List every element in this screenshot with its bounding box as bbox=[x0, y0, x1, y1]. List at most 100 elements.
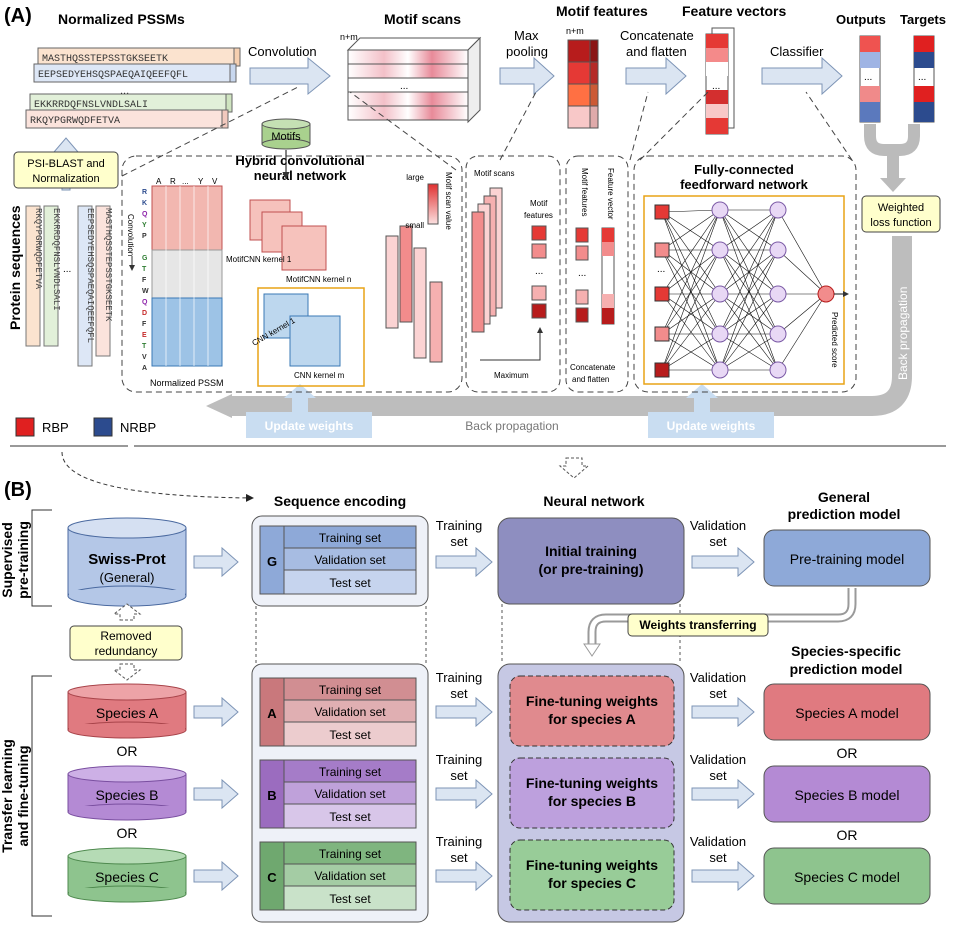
inset-fv-cells bbox=[575, 227, 615, 325]
normalized-pssm-small: Normalized PSSM bbox=[150, 378, 224, 388]
scale-large: large bbox=[406, 173, 424, 182]
residue-1: R bbox=[142, 189, 147, 196]
residue-8: F bbox=[142, 277, 147, 284]
fc-region bbox=[633, 155, 857, 393]
validation-arrows bbox=[691, 546, 755, 892]
inset-mf-label-1: Motif bbox=[530, 199, 548, 208]
residue-3: Q bbox=[142, 211, 148, 218]
motif-scan-value-label: Motif scan value bbox=[444, 172, 453, 230]
n-plus-m-label-2: n+m bbox=[566, 26, 584, 36]
inset-fv-ellipsis: ... bbox=[578, 268, 586, 279]
inset-mf-vertical: Motif features bbox=[580, 168, 589, 216]
c-training-set: Training set bbox=[319, 847, 382, 861]
species-b-model-label: Species B model bbox=[794, 787, 899, 803]
targets-title: Targets bbox=[900, 12, 946, 27]
pssm-stack: ... bbox=[25, 47, 241, 129]
a-validation-label-2: set bbox=[709, 686, 727, 701]
residue-2: K bbox=[142, 200, 147, 207]
transfer-label-2: and fine-tuning bbox=[15, 745, 31, 846]
raw-seq-2: EKKRRDQFNSLVNDLSALI bbox=[51, 208, 61, 311]
motif-scan-stack bbox=[346, 36, 482, 124]
inset-motif-scans-region bbox=[465, 155, 561, 393]
weighted-label-2: loss function bbox=[870, 217, 931, 229]
convolution-label: Convolution bbox=[248, 44, 317, 59]
b-training-set: Training set bbox=[319, 765, 382, 779]
training-arrows bbox=[435, 546, 493, 892]
encoding-a-letter: A bbox=[267, 706, 277, 721]
down-arrow-a-b bbox=[558, 457, 590, 479]
update-weights-left: Update weights bbox=[265, 419, 354, 433]
matrix-h-y: Y bbox=[198, 177, 204, 186]
hybrid-title-2: neural network bbox=[254, 168, 347, 183]
removed-up-arrow bbox=[112, 603, 142, 621]
merge-pipe bbox=[864, 124, 920, 156]
ft-c-label-2: for species C bbox=[548, 875, 636, 891]
concat-label-2: and flatten bbox=[626, 44, 687, 59]
residue-9: W bbox=[142, 288, 149, 295]
classifier-label: Classifier bbox=[770, 44, 824, 59]
swissprot-db bbox=[67, 517, 187, 607]
raw-sequence-strips bbox=[25, 205, 111, 367]
fc-hidden-layer-1 bbox=[711, 201, 729, 379]
rbp-label: RBP bbox=[42, 420, 69, 435]
matrix-h-r: R bbox=[170, 177, 176, 186]
max-pooling-label-2: pooling bbox=[506, 44, 548, 59]
removed-down-arrow bbox=[112, 663, 142, 681]
hybrid-scan-strips bbox=[385, 225, 443, 363]
c-validation-label-2: set bbox=[709, 850, 727, 865]
residue-6: G bbox=[142, 255, 148, 262]
outputs-column bbox=[859, 35, 881, 123]
cnn-kernel-frame bbox=[257, 287, 365, 387]
c-training-label-1: Training bbox=[436, 834, 482, 849]
species-a-model-label: Species A model bbox=[795, 705, 899, 721]
c-training-label-2: set bbox=[450, 850, 468, 865]
protein-sequences-label: Protein sequences bbox=[7, 205, 23, 330]
g-test-set: Test set bbox=[329, 576, 371, 590]
predicted-score-label: Predicted score bbox=[830, 312, 839, 368]
a-training-set: Training set bbox=[319, 683, 382, 697]
g-validation-label-2: set bbox=[709, 534, 727, 549]
ft-b-label-2: for species B bbox=[548, 793, 636, 809]
psi-blast-box bbox=[13, 151, 119, 189]
hybrid-title-1: Hybrid convolutional bbox=[235, 153, 364, 168]
fc-frame bbox=[643, 195, 845, 385]
fc-output-node bbox=[817, 285, 835, 303]
motif-feature-cubes bbox=[567, 39, 599, 129]
update-weights-right: Update weights bbox=[667, 419, 756, 433]
inset-concat-label-1: Concatenate bbox=[570, 363, 616, 372]
conv-vertical-label: Convolution bbox=[126, 214, 135, 256]
swissprot-label: Swiss-Prot bbox=[88, 551, 166, 568]
inset-feature-vector-region bbox=[565, 155, 629, 393]
residue-column: R K Q Y P G T F W Q D F E T V A bbox=[142, 189, 149, 372]
nrbp-label: NRBP bbox=[120, 420, 156, 435]
raw-seq-4: MASTHQSSTEPSSTGKSEETK bbox=[103, 208, 113, 322]
b-validation-label-2: set bbox=[709, 768, 727, 783]
concat-label-1: Concatenate bbox=[620, 28, 694, 43]
general-title-2: prediction model bbox=[788, 506, 901, 522]
max-pooling-arrow bbox=[499, 56, 555, 96]
back-propagation-pipe bbox=[232, 236, 912, 416]
g-validation-label-1: Validation bbox=[690, 518, 746, 533]
motifcnn-kn-label: MotifCNN kernel n bbox=[286, 275, 351, 284]
panel-b-label: (B) bbox=[4, 479, 32, 501]
fc-input-layer bbox=[654, 204, 670, 378]
residue-16: A bbox=[142, 365, 147, 372]
maximum-label: Maximum bbox=[494, 371, 529, 380]
species-a-db-label: Species A bbox=[96, 705, 159, 721]
fine-tuning-a-box bbox=[509, 675, 675, 747]
supervised-label-2: pre-training bbox=[15, 521, 31, 599]
g-training-set: Training set bbox=[319, 531, 382, 545]
c-validation-label-1: Validation bbox=[690, 834, 746, 849]
species-c-db bbox=[67, 847, 187, 903]
a-training-label-1: Training bbox=[436, 670, 482, 685]
a-test-set: Test set bbox=[329, 728, 371, 742]
general-title-1: General bbox=[818, 489, 870, 505]
or-label-left-2: OR bbox=[117, 825, 138, 841]
inset-feature-cells bbox=[531, 225, 547, 319]
pretraining-model-label: Pre-training model bbox=[790, 551, 904, 567]
g-training-label-1: Training bbox=[436, 518, 482, 533]
back-propagation-label: Back propagation bbox=[465, 419, 558, 433]
species-b-db-label: Species B bbox=[95, 787, 158, 803]
motifs-label: Motifs bbox=[271, 131, 301, 143]
c-validation-set: Validation set bbox=[314, 869, 386, 883]
